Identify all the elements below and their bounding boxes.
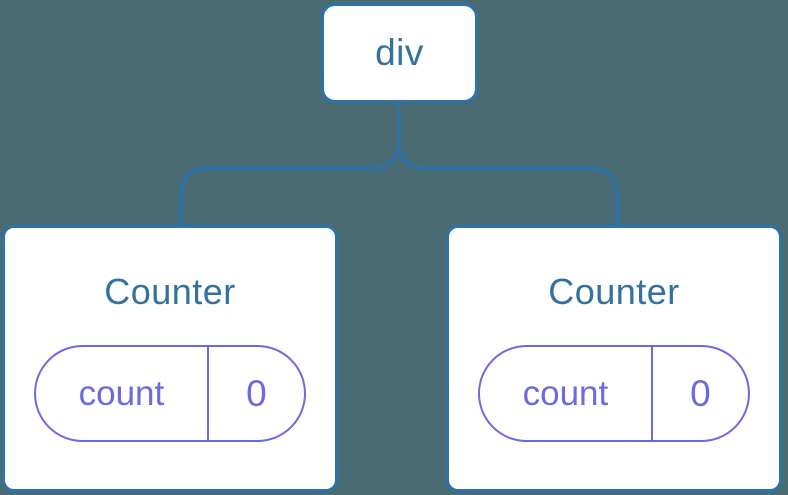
connector-left-branch (179, 140, 401, 227)
state-key-cell: count (36, 347, 209, 440)
state-value-label: 0 (246, 372, 267, 414)
state-key-cell: count (480, 347, 653, 440)
state-value-label: 0 (690, 372, 711, 414)
node-label-counter: Counter (548, 271, 680, 312)
state-key-label: count (522, 373, 609, 413)
node-label-counter: Counter (104, 271, 236, 312)
connector-right-branch (397, 140, 619, 227)
state-key-label: count (78, 373, 165, 413)
state-pill: count 0 (34, 345, 306, 442)
tree-node-counter-right: Counter count 0 (446, 225, 782, 492)
state-value-cell: 0 (209, 347, 304, 440)
state-pill: count 0 (478, 345, 750, 442)
tree-node-counter-left: Counter count 0 (2, 225, 338, 492)
node-label-div: div (375, 32, 424, 73)
tree-node-div: div (321, 3, 478, 103)
state-value-cell: 0 (653, 347, 748, 440)
